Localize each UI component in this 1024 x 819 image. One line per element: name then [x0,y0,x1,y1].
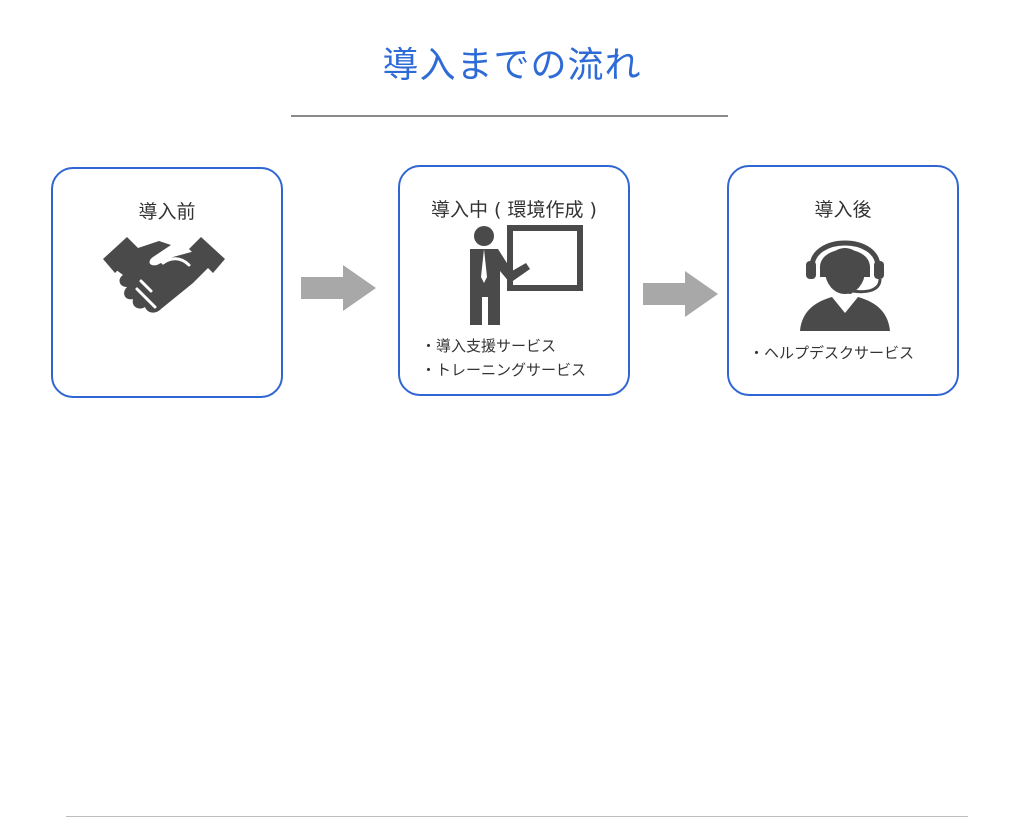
right-arrow-icon [301,265,376,311]
list-item: ヘルプデスクサービス [749,341,914,365]
presenter-icon [470,225,583,325]
handshake-icon [103,237,225,313]
step-during-label: 導入中 ( 環境作成 ) [431,199,597,221]
step-after-label: 導入後 [814,199,872,221]
list-item: 導入支援サービス [421,334,586,358]
title-divider [291,115,728,117]
step-after-box: 導入後 ヘルプデスクサービス [727,165,959,396]
headset-operator-icon [800,240,890,331]
step-before-box: 導入前 [51,167,283,398]
page-title: 導入までの流れ [382,45,642,86]
step-during-box: 導入中 ( 環境作成 ) 導入支援サービス トレーニングサービス [398,165,630,396]
list-item: トレーニングサービス [421,358,586,382]
step-before-label: 導入前 [138,201,196,223]
step-during-services: 導入支援サービス トレーニングサービス [421,334,586,382]
right-arrow-icon [643,271,718,317]
footer-divider [66,816,968,817]
step-after-services: ヘルプデスクサービス [749,341,914,365]
